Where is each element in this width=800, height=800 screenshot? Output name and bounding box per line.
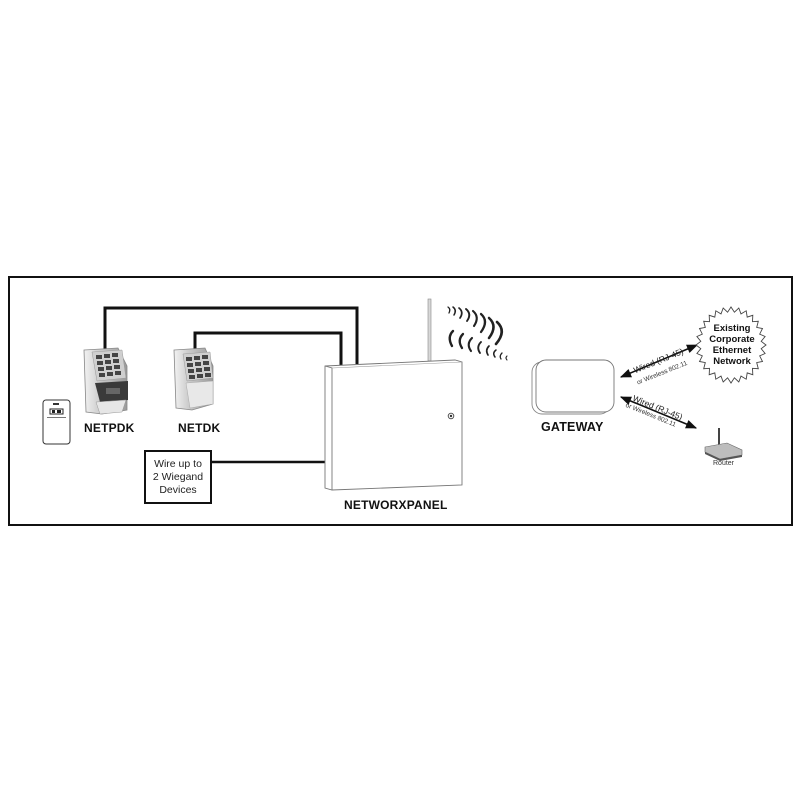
netdk-label: NETDK [178, 421, 221, 435]
keypad-prox-reader-icon [83, 347, 128, 415]
starburst-icon [695, 306, 767, 384]
corporate-line-1: Existing [713, 323, 751, 334]
corporate-network-label: Existing Corporate Ethernet Network [704, 323, 760, 367]
diagram-frame [8, 276, 793, 526]
wiegand-line-2: 2 Wiegand [152, 470, 204, 483]
corporate-line-4: Network [713, 356, 751, 367]
netpdk-label: NETPDK [84, 421, 135, 435]
router-label: Router [713, 460, 735, 467]
link-gateway-router [619, 396, 698, 429]
link-gateway-corporate-network [619, 344, 699, 378]
wire-netpdk-panel [103, 306, 359, 364]
corporate-line-3: Ethernet [712, 345, 752, 356]
enclosure-panel-icon [324, 359, 463, 491]
keypad-icon [173, 347, 214, 411]
antenna-icon [427, 298, 432, 362]
gateway-icon [531, 359, 615, 415]
proximity-card-icon [42, 399, 71, 445]
corporate-line-2: Corporate [709, 334, 755, 345]
wiegand-line-1: Wire up to [154, 457, 202, 470]
networxpanel-label: NETWORXPANEL [344, 498, 448, 512]
wiegand-line-3: Devices [159, 483, 197, 496]
wiegand-devices-box: Wire up to 2 Wiegand Devices [144, 450, 212, 504]
wire-netdk-panel [193, 331, 343, 365]
router-icon [704, 428, 743, 461]
wireless-signal-icon [447, 306, 508, 361]
gateway-label: GATEWAY [541, 420, 604, 434]
